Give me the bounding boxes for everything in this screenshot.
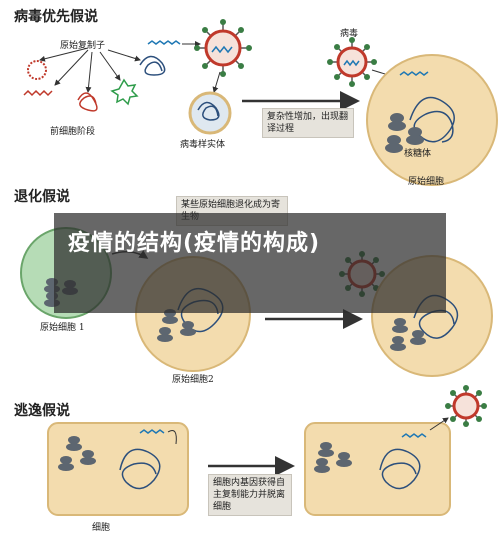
label-progenitor: 原始复制子 [60,41,106,51]
label-precell: 前细胞阶段 [50,127,96,137]
label-virus: 病毒 [340,29,359,39]
heading-escape: 逃逸假说 [14,403,70,419]
label-protocell: 原始细胞 [408,177,445,187]
cell-right [304,422,451,516]
dna-tangle [139,55,166,76]
section-virus-first-art [23,19,498,186]
linear-rna [23,89,53,97]
label-protocell-1: 原始细胞 1 [40,323,85,333]
virus-icon [194,19,252,77]
ribosome-icon [385,113,424,153]
label-protocell-2: 原始细胞2 [172,375,214,385]
rna-tangle [77,92,98,112]
note-complexity: 复杂性增加，出现翻译过程 [262,108,354,138]
circular-rna [27,60,47,80]
heading-virus-first: 病毒优先假说 [14,9,98,25]
virus-like-entity [188,91,232,135]
cell-left [47,422,189,516]
overlay-title: 疫情的结构(疫情的构成) [68,231,321,256]
label-cell: 细胞 [92,523,111,533]
heading-regressive: 退化假说 [14,189,70,205]
label-virus-like: 病毒样实体 [180,140,226,150]
protocell [366,54,498,186]
green-replicator [110,78,139,106]
label-ribosome: 核糖体 [404,149,432,159]
title-overlay: 疫情的结构(疫情的构成) [54,213,446,313]
virus-icon [445,385,487,427]
section-escape-art [47,385,487,516]
virus-icon [327,37,377,87]
note-escape: 细胞内基因获得自主复制能力并脱离细胞 [208,474,292,516]
